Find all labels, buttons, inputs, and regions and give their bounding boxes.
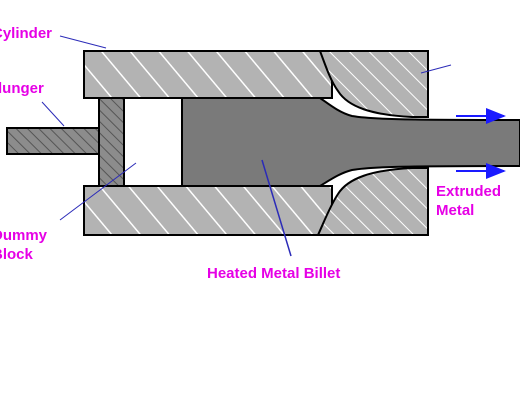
plunger-label: Plunger (0, 80, 44, 97)
die-top (318, 50, 429, 118)
heated-metal-billet-shape (181, 97, 520, 187)
extruded-metal-label: Extruded Metal (436, 182, 501, 220)
die-bottom (316, 167, 429, 236)
heated-metal-billet-label: Heated Metal Billet (207, 265, 341, 282)
dummy-block-shape (98, 97, 125, 187)
extruded-metal-label-line1: Extruded (436, 183, 502, 200)
dummy-block-leader-line (59, 162, 137, 221)
cylinder-leader-line (59, 35, 107, 49)
billet-leader-line (261, 159, 292, 257)
dummy-block-spacer (123, 97, 183, 187)
cylinder-bottom-wall (83, 185, 333, 236)
dummy-block-label-line1: Dummy (0, 227, 48, 244)
plunger-leader-line (41, 101, 65, 127)
dummy-block-label-line2: Block (0, 246, 33, 263)
extruded-metal-label-line2: Metal (436, 202, 475, 219)
cylinder-label: Cylinder (0, 25, 53, 42)
dummy-block-label: Dummy Block (0, 226, 47, 264)
plunger-rod (6, 127, 100, 155)
die-leader-line (420, 64, 452, 74)
cylinder-top-wall (83, 50, 333, 99)
